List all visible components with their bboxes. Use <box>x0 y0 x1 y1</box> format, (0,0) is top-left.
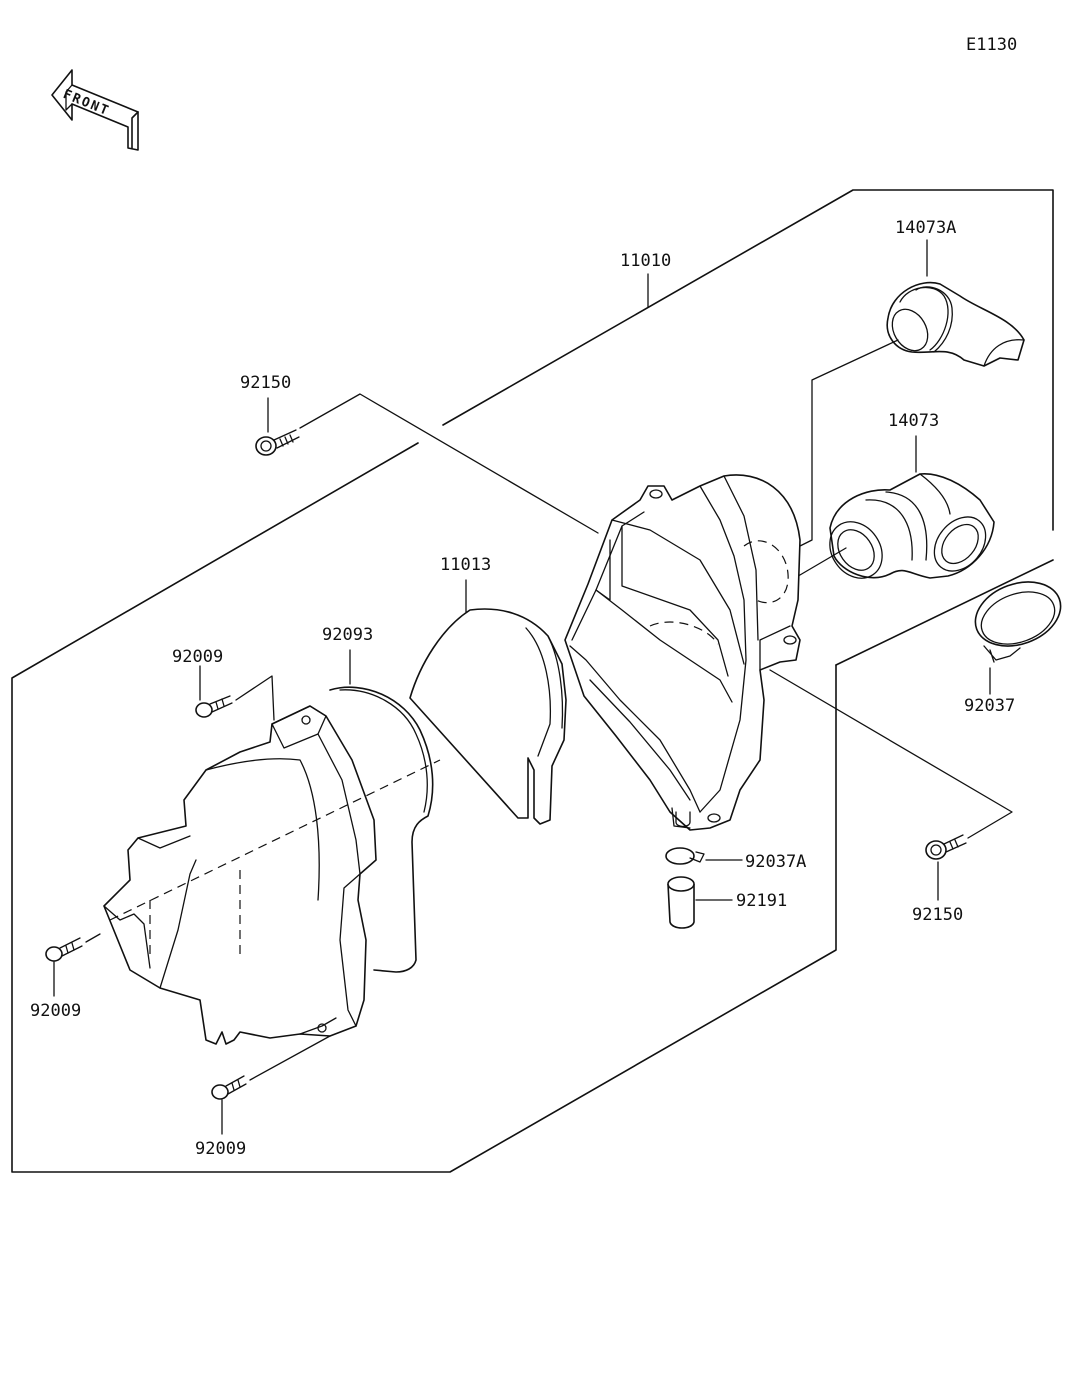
label-92009-bottom: 92009 <box>195 1139 247 1159</box>
air-box-cover <box>103 705 441 1045</box>
label-92009-upper: 92009 <box>172 647 224 667</box>
screw-92009-upper <box>195 665 275 721</box>
elbow-14073 <box>787 435 995 583</box>
label-92093: 92093 <box>322 625 374 645</box>
label-11010: 11010 <box>620 251 672 271</box>
diagram-code: E1130 <box>966 35 1018 55</box>
air-box-housing <box>564 474 801 831</box>
assembly-frame-right <box>835 559 1054 666</box>
filter-element <box>409 579 567 825</box>
label-92037a: 92037A <box>745 852 807 872</box>
elbow-14073a <box>795 239 1025 549</box>
label-92150-right: 92150 <box>912 905 964 925</box>
label-92037: 92037 <box>964 696 1016 716</box>
drain-parts <box>665 811 743 929</box>
label-92150-top: 92150 <box>240 373 292 393</box>
label-11013: 11013 <box>440 555 492 575</box>
screw-92009-left <box>45 933 101 997</box>
label-14073: 14073 <box>888 411 940 431</box>
screw-92009-bottom <box>211 1035 331 1135</box>
label-92009-left: 92009 <box>30 1001 82 1021</box>
label-14073a: 14073A <box>895 218 957 238</box>
clamp-92037 <box>974 581 1062 695</box>
label-92191: 92191 <box>736 891 788 911</box>
bolt-92150-top <box>255 393 599 534</box>
seal-gasket <box>329 649 434 973</box>
front-arrow <box>51 69 139 151</box>
bolt-92150-right <box>769 669 1013 901</box>
